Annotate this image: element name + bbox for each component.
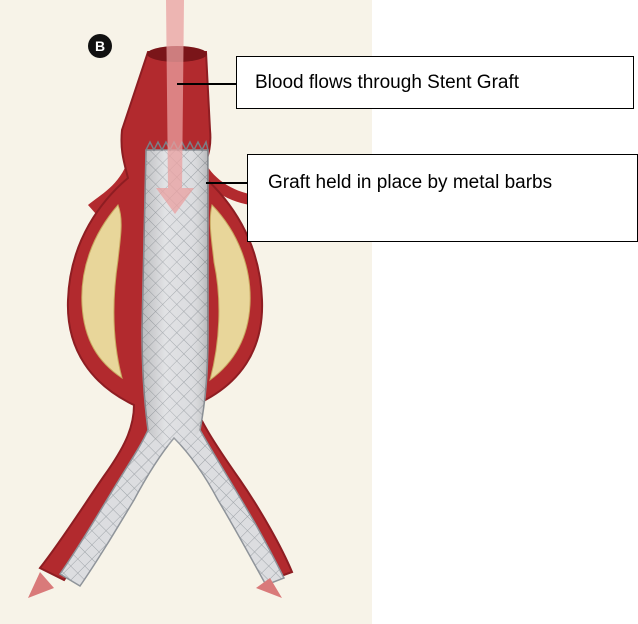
panel-letter-badge: B: [88, 34, 112, 58]
callout-graft-held: Graft held in place by metal barbs: [247, 154, 638, 242]
callout-blood-flow: Blood flows through Stent Graft: [236, 56, 634, 109]
panel-letter: B: [95, 38, 105, 54]
flow-arrow-left-limb: [28, 572, 54, 598]
